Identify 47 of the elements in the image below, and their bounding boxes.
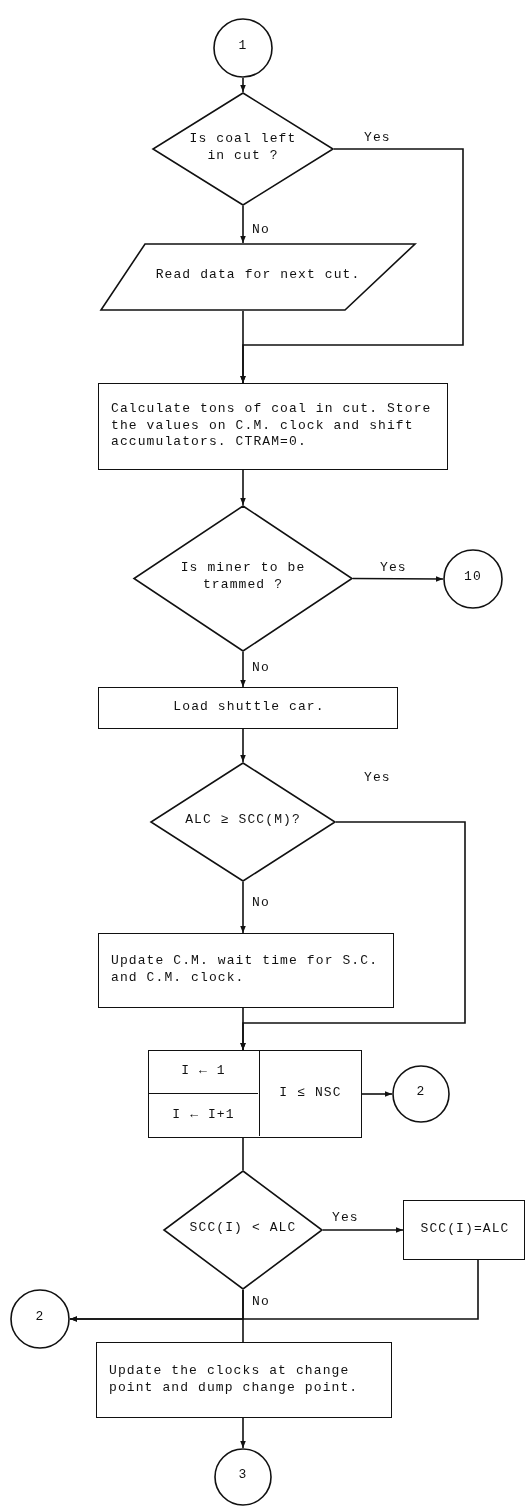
process-box xyxy=(98,383,448,470)
process-text: Update the clocks at change point and dump change point. xyxy=(109,1362,360,1397)
connector-number: 3 xyxy=(238,1467,248,1484)
arrow xyxy=(361,1091,393,1097)
connector-number: 2 xyxy=(416,1084,426,1101)
arrow xyxy=(240,469,246,506)
connector-circle xyxy=(214,1448,272,1506)
loop-text: I ← I+1 xyxy=(172,1107,235,1124)
decision-text: SCC(I) < ALC xyxy=(189,1220,297,1237)
process-text: Read data for next cut. xyxy=(155,267,361,284)
arrow xyxy=(69,1259,479,1322)
process-box xyxy=(98,933,394,1008)
arrow xyxy=(240,310,246,384)
arrow xyxy=(322,1227,404,1233)
process-text: SCC(I)=ALC xyxy=(420,1221,510,1238)
process-text: Load shuttle car. xyxy=(173,699,325,716)
process-text: Update C.M. wait time for S.C. and C.M. clock. xyxy=(111,953,380,987)
connector-circle xyxy=(392,1065,450,1123)
arrow xyxy=(240,728,246,763)
input-parallelogram xyxy=(100,243,416,311)
decision-text: Is coal left in cut ? xyxy=(188,130,298,165)
connector-number: 10 xyxy=(464,569,482,586)
arrow xyxy=(240,651,246,688)
arrow xyxy=(240,1007,246,1051)
arrow xyxy=(240,881,246,934)
connector-circle xyxy=(213,18,273,78)
arrow xyxy=(240,77,246,93)
process-text: Calculate tons of coal in cut. Store the values on C.M. clock and shift accumulators. CTRAM=0. xyxy=(111,400,433,452)
process-box xyxy=(96,1342,392,1418)
decision-diamond xyxy=(163,1170,323,1290)
process-box xyxy=(98,687,398,729)
decision-text: ALC ≥ SCC(M)? xyxy=(185,812,301,829)
loop-box xyxy=(148,1050,362,1138)
decision-text: Is miner to be trammed ? xyxy=(179,560,307,594)
loop-text: I ≤ NSC xyxy=(279,1085,342,1102)
decision-diamond xyxy=(133,505,353,652)
arrow xyxy=(240,205,246,244)
process-box xyxy=(403,1200,525,1260)
connector-circle xyxy=(10,1289,70,1349)
connector-circle xyxy=(443,549,503,609)
arrow xyxy=(240,1417,246,1449)
decision-diamond xyxy=(150,762,336,882)
loop-text: I ← 1 xyxy=(181,1063,226,1080)
connector-number: 2 xyxy=(35,1309,45,1326)
arrow xyxy=(352,576,444,582)
decision-diamond xyxy=(152,92,334,206)
connector-number: 1 xyxy=(238,38,248,55)
